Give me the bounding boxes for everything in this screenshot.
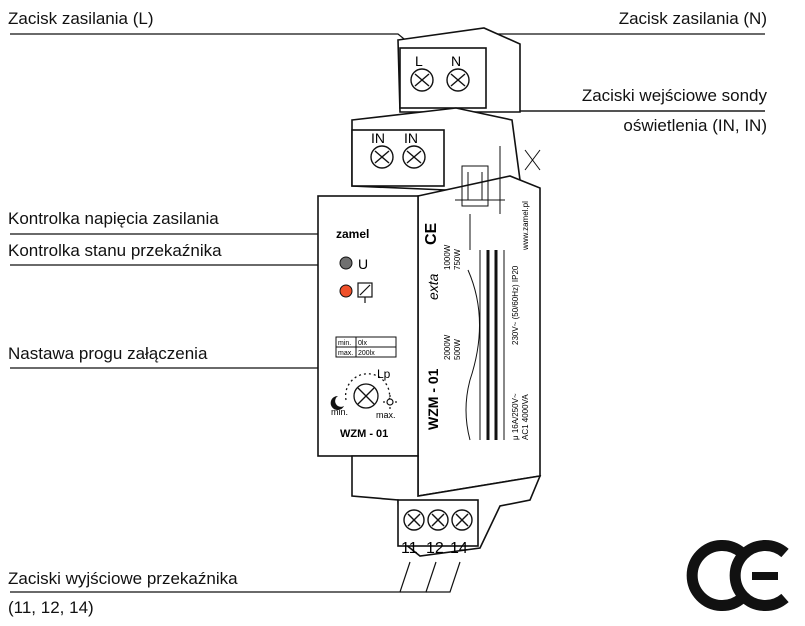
side-power-1: 2000W	[443, 334, 452, 360]
relay-coil-icon	[357, 282, 373, 303]
moon-icon	[330, 395, 344, 410]
label-output-1: Zaciski wyjściowe przekaźnika	[8, 569, 238, 588]
side-timing-graph	[465, 250, 505, 441]
side-schematic	[455, 146, 541, 250]
dial-lp-label: Lp	[377, 367, 391, 381]
top-terminal-cap	[399, 47, 487, 109]
range-min-label: min.	[338, 340, 351, 347]
terminal-in-label-2: IN	[404, 130, 418, 146]
sun-icon	[383, 395, 397, 409]
label-threshold-setting: Nastawa progu załączenia	[8, 344, 208, 363]
label-power-terminal-l: Zacisk zasilania (L)	[8, 9, 154, 28]
led-u-label: U	[358, 256, 368, 272]
side-power-3: 1000W	[443, 244, 452, 270]
led-relay	[339, 284, 353, 298]
side-rating-1: μ 16A/250V~	[511, 393, 520, 440]
screws-bottom	[403, 509, 473, 531]
threshold-dial[interactable]	[344, 373, 391, 409]
label-probe-input-2: oświetlenia (IN, IN)	[623, 116, 767, 135]
label-supply-indicator: Kontrolka napięcia zasilania	[8, 209, 219, 228]
side-rating-2: AC1 4000VA	[521, 394, 530, 440]
terminal-l-label: L	[415, 53, 423, 69]
range-min-value: 0lx	[358, 340, 367, 347]
leader-line-l	[10, 33, 421, 53]
leader-line-relay	[10, 264, 345, 290]
input-terminal-cap	[351, 129, 445, 187]
label-probe-input-1: Zaciski wejściowe sondy	[581, 86, 767, 105]
leader-line-output-3	[426, 561, 461, 593]
led-supply	[339, 256, 353, 270]
dial-max-label: max.	[376, 410, 396, 420]
label-relay-indicator: Kontrolka stanu przekaźnika	[8, 241, 222, 260]
svg-text:CE: CE	[423, 222, 440, 245]
leader-line-threshold	[10, 367, 353, 389]
side-supply-label: 230V~ (50/60Hz) IP20	[511, 265, 520, 345]
label-output-2: (11, 12, 14)	[8, 598, 94, 617]
side-ce-mark: CE	[423, 222, 440, 245]
range-max-label: max.	[338, 350, 353, 357]
side-web-label: www.zamel.pl	[521, 201, 530, 251]
side-power-2: 500W	[453, 339, 462, 360]
range-max-value: 200lx	[358, 350, 375, 357]
dial-min-label: min.	[331, 407, 348, 417]
brand-logo: zamel	[336, 227, 369, 241]
ce-mark	[686, 540, 789, 611]
side-power-4: 750W	[453, 249, 462, 270]
screws-top	[370, 68, 470, 169]
side-model-label: WZM - 01	[425, 368, 441, 430]
terminal-n-label: N	[451, 53, 461, 69]
output-label-12: 12	[426, 540, 444, 557]
side-brand-label: exta	[425, 273, 441, 300]
output-label-14: 14	[450, 540, 468, 557]
output-label-11: 11	[401, 540, 418, 557]
label-power-terminal-n: Zacisk zasilania (N)	[618, 9, 767, 28]
range-box	[335, 336, 397, 358]
front-model-label: WZM - 01	[340, 428, 388, 440]
device-front-panel	[317, 195, 419, 457]
terminal-in-label-1: IN	[371, 130, 385, 146]
